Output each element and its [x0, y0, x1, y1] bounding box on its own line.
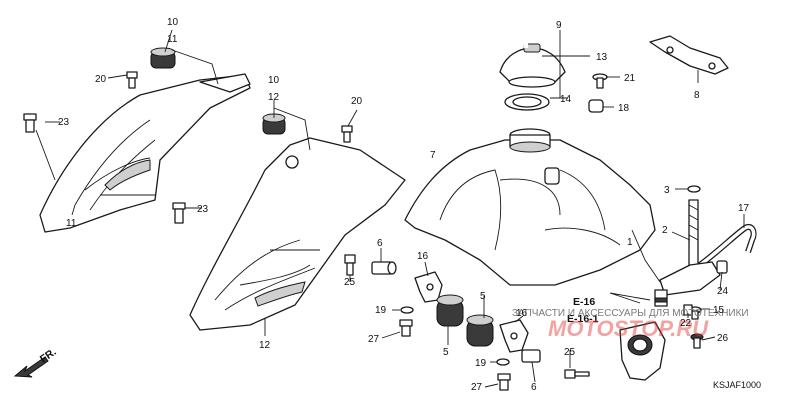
watermark-logo: MOTOSTOP.RU — [548, 316, 709, 341]
callout-14: 14 — [560, 94, 572, 105]
leader-lines — [35, 29, 745, 388]
bolt-20-right — [341, 125, 353, 143]
cap-gasket-part — [504, 93, 550, 111]
callout-25: 25 — [564, 347, 576, 358]
bolt-25-right — [564, 369, 590, 379]
fuel-valve-housing — [619, 321, 666, 381]
callout-10: 10 — [167, 17, 179, 28]
callout-16: 16 — [516, 308, 528, 319]
callout-15: 15 — [713, 305, 725, 316]
bolt-23-center — [172, 202, 186, 224]
callout-13: 13 — [596, 52, 608, 63]
left-shroud-part — [39, 73, 251, 233]
callout-1: 1 — [627, 237, 633, 248]
grommet-10-left — [150, 47, 176, 69]
reference-e16: E-16 — [573, 296, 595, 308]
callout-9: 9 — [556, 20, 562, 31]
collar-6-right — [521, 349, 541, 363]
callout-7: 7 — [430, 150, 436, 161]
callout-20: 20 — [351, 96, 363, 107]
callout-20: 20 — [95, 74, 107, 85]
callout-22: 22 — [680, 318, 692, 329]
callout-18: 18 — [618, 103, 630, 114]
collar-6-left — [371, 261, 397, 275]
callout-27: 27 — [471, 382, 483, 393]
clip-24 — [716, 260, 728, 274]
screw-21 — [592, 73, 608, 89]
callout-5: 5 — [443, 347, 449, 358]
bolt-27-right — [497, 373, 511, 391]
callout-10: 10 — [268, 75, 280, 86]
bolt-25-left — [344, 254, 356, 276]
callout-labels: 10 11 20 23 11 10 12 20 23 12 9 13 14 21… — [58, 17, 750, 393]
rubber-mount-5-right — [466, 314, 494, 347]
bolt-20-left — [126, 71, 138, 89]
callout-11: 11 — [167, 34, 178, 45]
washer-19-right — [496, 358, 510, 366]
fuel-valve-1 — [654, 261, 721, 307]
callout-16: 16 — [417, 251, 429, 262]
callout-26: 26 — [717, 333, 729, 344]
reference-e16-1: E-16-1 — [567, 313, 599, 325]
callout-25: 25 — [344, 277, 356, 288]
callout-21: 21 — [624, 73, 636, 84]
diagram-code: KSJAF1000 — [713, 380, 761, 390]
bracket-16-right — [499, 319, 529, 353]
bracket-8 — [649, 35, 729, 75]
right-shroud-part — [189, 137, 406, 331]
rubber-mount-5-left — [436, 294, 464, 327]
bolt-26 — [690, 333, 704, 349]
callout-19: 19 — [475, 358, 487, 369]
callout-24: 24 — [717, 286, 729, 297]
callout-27: 27 — [368, 334, 380, 345]
callout-2: 2 — [662, 225, 668, 236]
breather-tube-part — [403, 17, 529, 92]
fuel-tank-part — [404, 128, 656, 286]
collar-18 — [588, 99, 604, 113]
callout-11: 11 — [66, 218, 77, 229]
callout-5: 5 — [480, 291, 486, 302]
callout-6: 6 — [377, 238, 383, 249]
fuel-cap-part — [499, 43, 566, 88]
callout-12: 12 — [259, 340, 271, 351]
bolt-23-left — [23, 113, 37, 133]
callout-6: 6 — [531, 382, 537, 393]
washer-3 — [687, 185, 701, 193]
callout-23: 23 — [58, 117, 70, 128]
front-arrow-icon — [13, 356, 49, 378]
callout-8: 8 — [694, 90, 700, 101]
callout-3: 3 — [664, 185, 670, 196]
bolt-27-left — [399, 319, 413, 337]
washer-19-left — [400, 306, 414, 314]
watermark-text: ЗАПЧАСТИ И АКСЕССУАРЫ ДЛЯ МОТОТЕХНИКИ — [512, 308, 749, 319]
callout-19: 19 — [375, 305, 387, 316]
callout-17: 17 — [738, 203, 750, 214]
callout-23: 23 — [197, 204, 209, 215]
callout-12: 12 — [268, 92, 280, 103]
fuel-hose-17 — [698, 224, 757, 268]
fuel-valve-strainer-2 — [688, 199, 699, 271]
